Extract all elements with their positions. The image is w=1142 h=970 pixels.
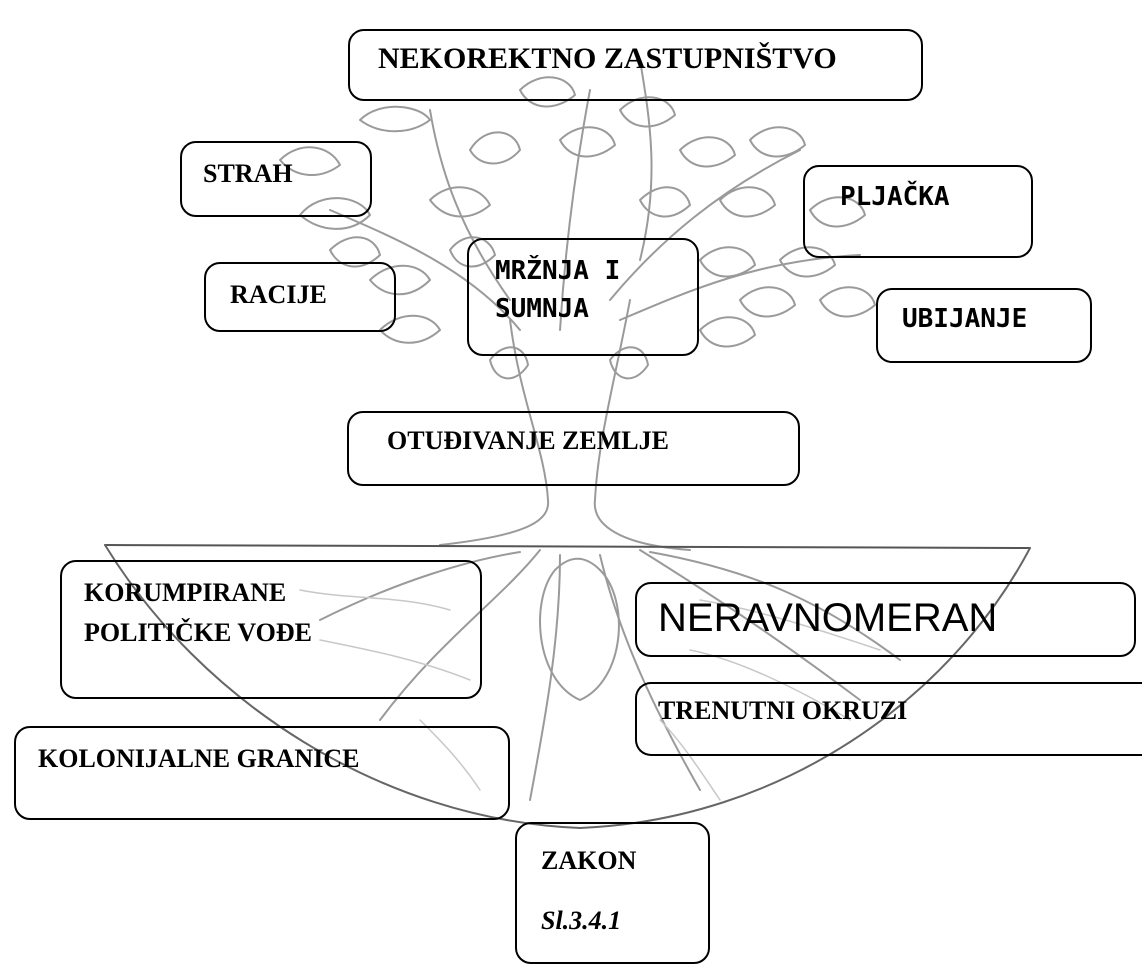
root-bulb [539, 557, 620, 701]
root-2 [529, 554, 561, 801]
label-hatred-line2: SUMNJA [495, 294, 589, 324]
label-corrupt-line1: KORUMPIRANE [84, 578, 287, 607]
box-uneven [635, 582, 1136, 657]
label-colonial-borders: KOLONIJALNE GRANICE [38, 744, 360, 773]
ground-line [104, 544, 1031, 549]
root-bowl [104, 544, 1031, 829]
root-5 [319, 551, 521, 621]
figure-caption: Sl.3.4.1 [541, 906, 622, 935]
label-law: ZAKON [541, 846, 637, 875]
branch-left-2 [429, 109, 511, 301]
box-fear [180, 141, 372, 217]
root-4 [639, 549, 861, 701]
label-hatred-line1: MRŽNJA I [495, 256, 621, 286]
root-6 [649, 551, 901, 661]
box-killing [876, 288, 1092, 363]
root-1 [379, 549, 541, 721]
label-uneven: NERAVNOMERAN [658, 596, 998, 640]
label-corrupt-line2: POLITIČKE VOĐE [84, 618, 312, 647]
label-fear: STRAH [203, 159, 293, 188]
label-land-alienation: OTUĐIVANJE ZEMLJE [387, 426, 669, 455]
branch-left [329, 209, 521, 331]
label-misrepresentation: NEKOREKTNO ZASTUPNIŠTVO [378, 42, 837, 75]
box-misrepresentation [348, 29, 923, 101]
box-hatred [467, 238, 699, 356]
label-looting: PLJAČKA [840, 182, 950, 212]
box-land-alienation [347, 411, 800, 486]
trunk-right [593, 299, 691, 551]
label-killing: UBIJANJE [902, 304, 1028, 334]
label-current-circles: TRENUTNI OKRUZI [658, 696, 908, 725]
branch-right-3 [639, 59, 653, 261]
branch-right [609, 149, 801, 301]
box-law [515, 822, 710, 964]
box-raids [204, 262, 396, 332]
box-colonial-borders [14, 726, 510, 820]
box-looting [803, 165, 1033, 258]
root-3 [599, 554, 701, 791]
box-current-circles [635, 682, 1142, 756]
box-corrupt-leaders [60, 560, 482, 699]
branch-center [559, 89, 591, 331]
trunk-left [439, 319, 550, 546]
label-raids: RACIJE [230, 280, 327, 309]
